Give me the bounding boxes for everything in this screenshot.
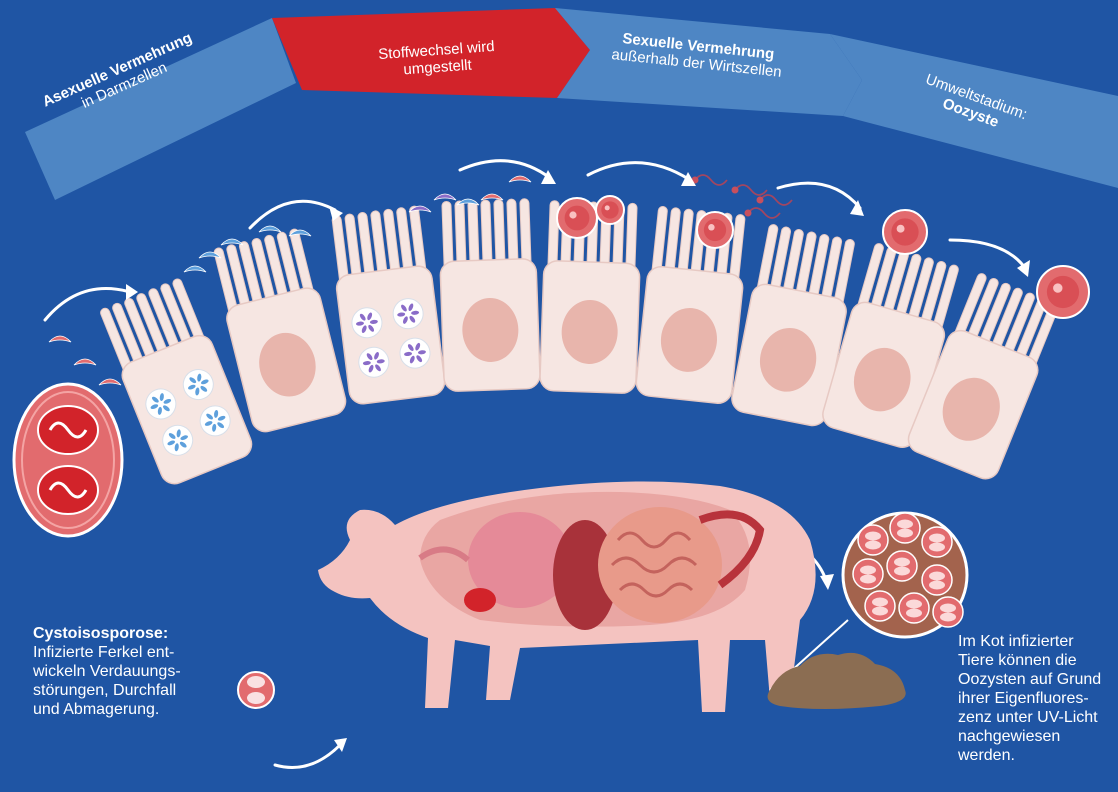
merozoite-icon [259,226,281,232]
description-line: störungen, Durchfall [33,681,233,700]
merozoite-icon [509,176,531,182]
merozoite-icon [99,379,121,385]
description-line: und Abmagerung. [33,700,233,719]
description-line: wickeln Verdauungs- [33,662,233,681]
pig-intestines [598,507,722,623]
detection-line: zenz unter UV-Licht [958,708,1118,727]
microgamete-icon [695,175,727,185]
detection-line: nachgewiesen [958,727,1118,746]
detection-line: Im Kot infizierter [958,632,1118,651]
intestinal-cell-icon [328,205,446,405]
merozoite-icon [434,194,456,200]
detection-line: werden. [958,746,1118,765]
merozoite-icon [184,266,206,272]
detection-line: Tiere können die [958,651,1118,670]
intestinal-cell-icon [438,198,541,391]
sporulated-oocyst-icon [14,384,122,536]
merozoite-icon [49,336,71,342]
microgamete-icon [735,185,767,195]
microgamete-icon [748,208,780,218]
cystoisosporose-description: Cystoisosporose: Infizierte Ferkel ent- … [33,624,233,719]
magnified-oocysts [853,513,963,627]
uv-detection-description: Im Kot infizierter Tiere können die Oozy… [958,632,1118,765]
detection-line: Oozysten auf Grund [958,670,1118,689]
merozoite-icon [221,239,243,245]
detection-line: ihrer Eigenfluores- [958,689,1118,708]
description-line: Infizierte Ferkel ent- [33,643,233,662]
cystoisosporose-heading: Cystoisosporose: [33,624,233,643]
microgamete-icon [760,195,792,205]
pig-icon [318,481,816,712]
merozoite-icon [481,194,503,200]
ingested-oocyst-icon [238,672,274,708]
merozoite-icon [74,359,96,365]
pig-heart [464,588,496,612]
